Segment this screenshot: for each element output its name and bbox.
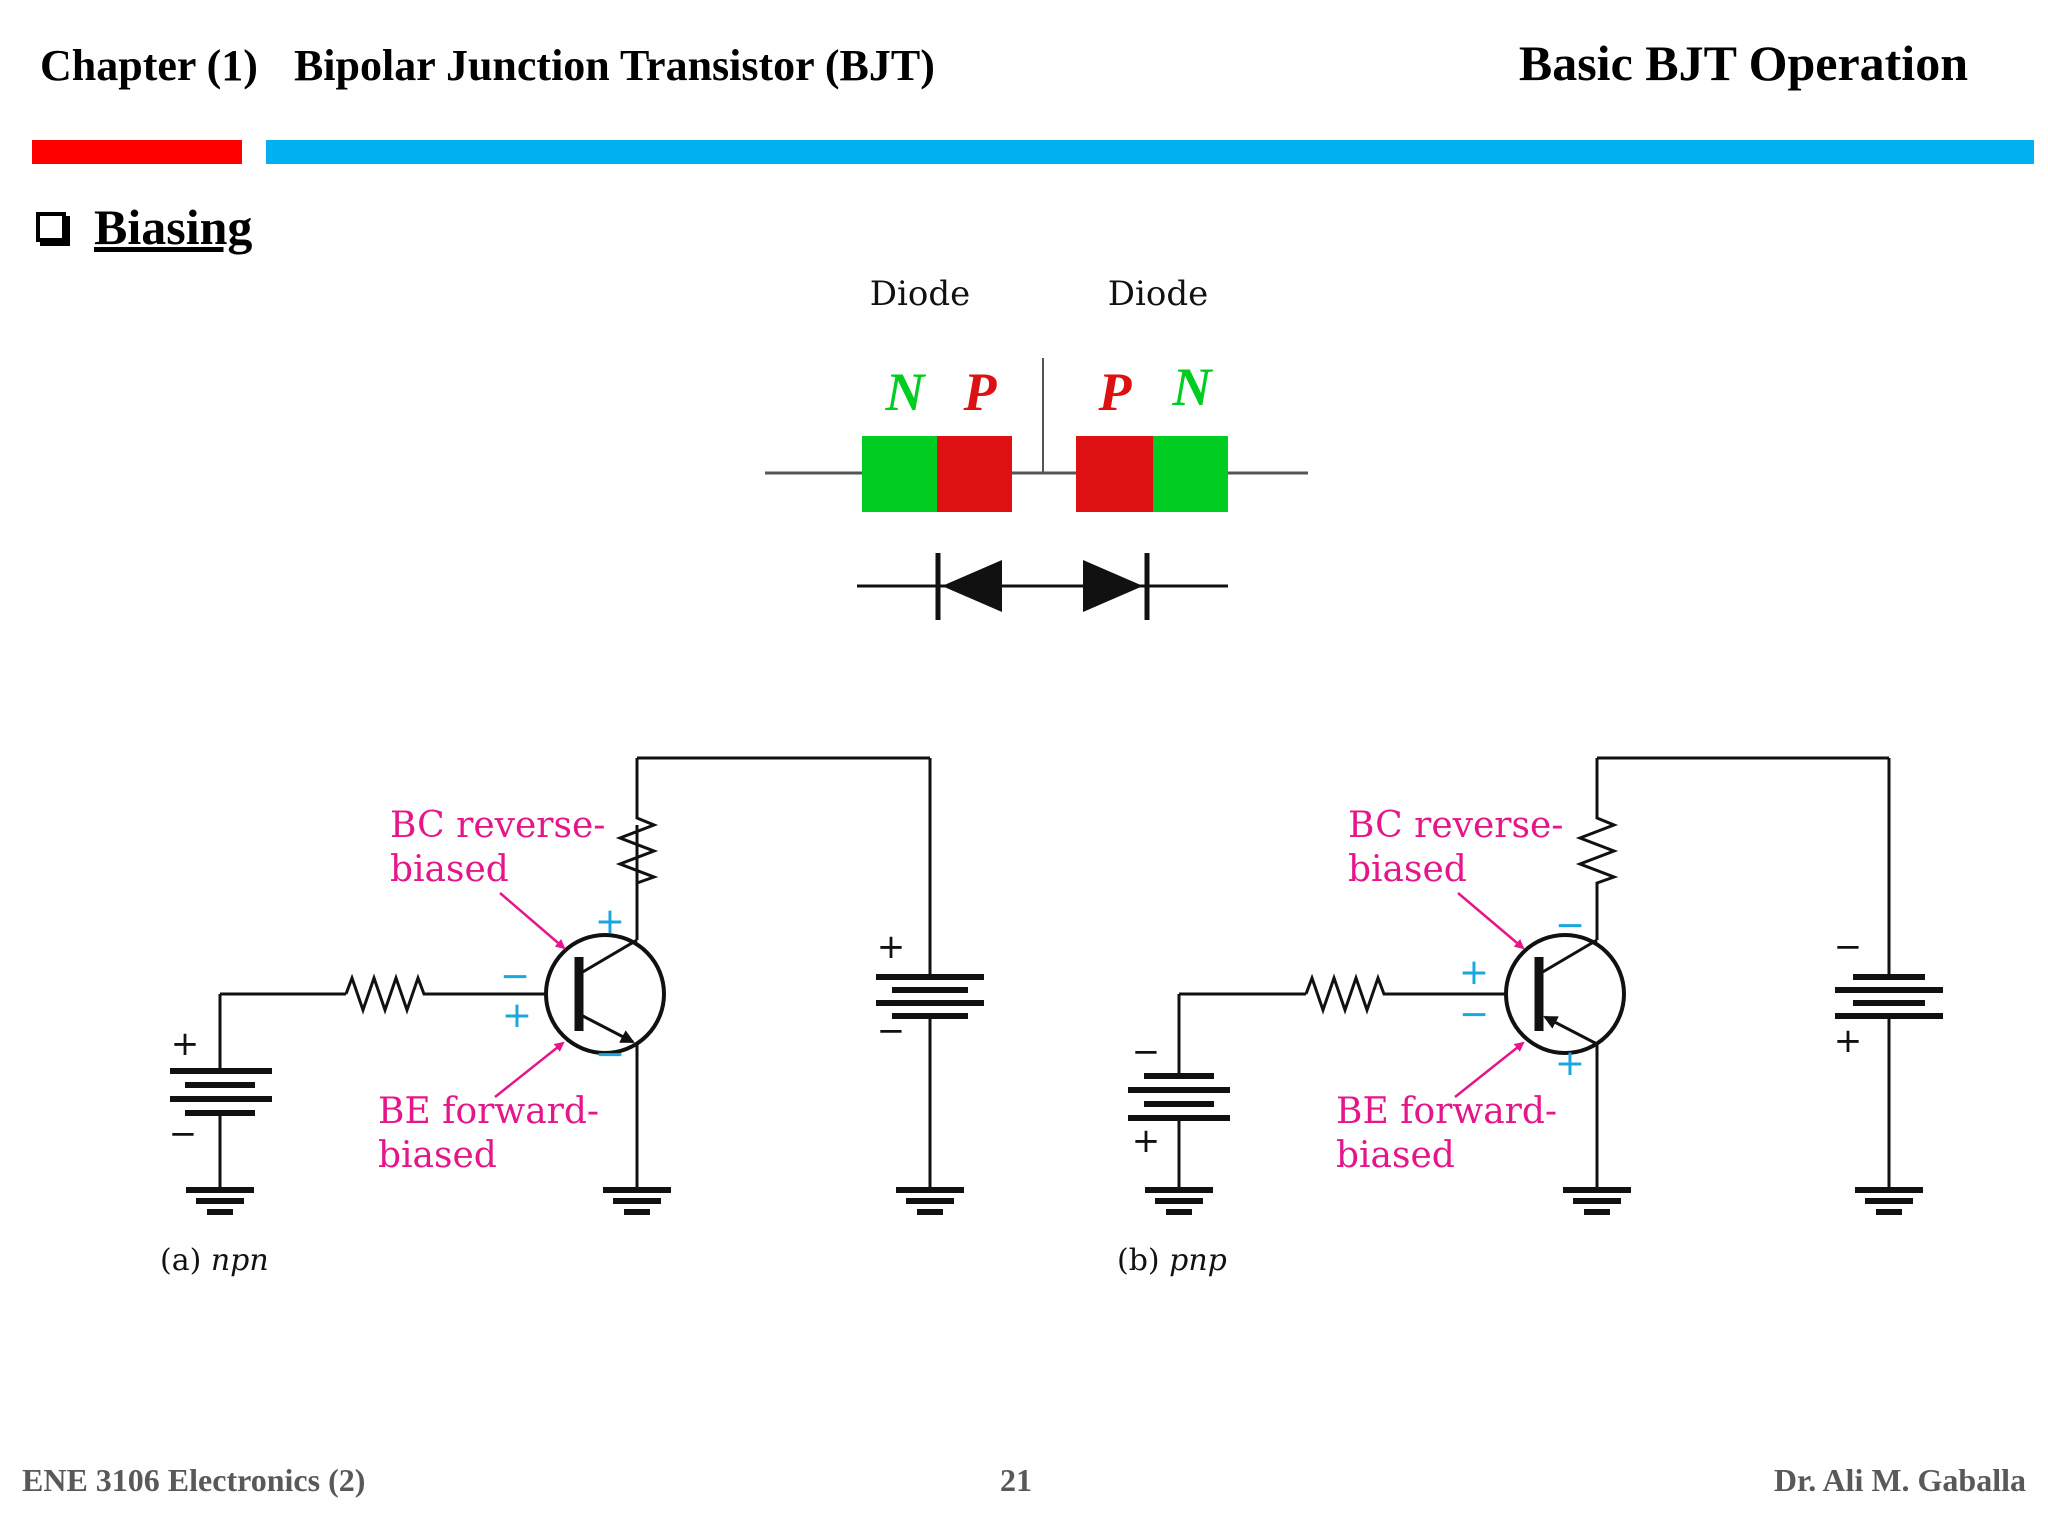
section-title: Biasing [94,199,253,255]
chapter-number: Chapter (1) [40,41,258,90]
npn-be-sign-base: + [502,995,532,1036]
npn-be-label-line1: BE forward- [378,1091,599,1132]
pnp-be-label-line2: biased [1336,1135,1455,1176]
accent-bar-red [32,140,242,164]
pnp-be-sign-emitter: + [1555,1043,1585,1084]
pnp-bc-arrow [1457,892,1525,950]
npn-caption-type: npn [211,1243,269,1278]
pnp-caption-prefix: (b) [1117,1243,1169,1278]
pnp-be-sign-base: − [1459,994,1489,1035]
layer-label-p-left: P [963,362,998,422]
diode-label-right: Diode [1108,274,1209,314]
npn-transistor-circle [544,933,666,1055]
pnp-be-label-line1: BE forward- [1336,1091,1557,1132]
npn-be-sign-emitter: − [595,1034,625,1075]
pnp-emitter-arrow [1543,1015,1598,1046]
footer-course: ENE 3106 Electronics (2) [22,1462,366,1498]
npn-vcc-sign-bottom: − [877,1011,906,1051]
npn-bc-arrow [499,892,566,950]
pnp-caption: (b) pnp [1117,1243,1227,1278]
npn-collector-resistor [615,758,659,940]
layer-label-p-right: P [1098,362,1133,422]
accent-bar-blue [266,140,2034,164]
layer-label-n-right: N [1172,357,1214,417]
npn-bc-sign-base: − [500,956,530,997]
slide-topic: Basic BJT Operation [1518,35,1968,91]
pnp-collector-lead [1540,938,1598,975]
npn-bc-label-line2: biased [390,849,509,890]
pnp-bc-sign-base: + [1459,952,1489,993]
npn-caption: (a) npn [160,1243,269,1278]
checkbox-square-icon [36,212,66,242]
footer-author: Dr. Ali M. Gaballa [1773,1462,2026,1498]
pnp-caption-type: pnp [1169,1243,1227,1278]
npn-vcc-sign-top: + [877,927,906,967]
chapter-subject: Bipolar Junction Transistor (BJT) [293,41,935,90]
npn-circuit: + − + − + − + [160,756,984,1278]
npn-collector-lead [580,938,638,975]
npn-emitter-arrow [580,1013,635,1044]
pnp-transistor-circle [1504,933,1626,1055]
npn-base-resistor [344,973,548,1015]
layer-label-n-left: N [885,362,927,422]
pnp-vcc-sign-top: − [1834,927,1863,967]
pnp-base-battery-sign-bottom: + [1132,1121,1161,1161]
npn-bc-sign-collector: + [595,901,625,942]
npn-be-label-line2: biased [378,1135,497,1176]
pnp-be-arrow [1454,1041,1525,1098]
diode-label-left: Diode [870,274,971,314]
n-block-right [1153,436,1228,512]
npn-base-battery-sign-top: + [171,1024,200,1064]
chapter-header: Chapter (1) Bipolar Junction Transistor (… [40,40,935,91]
pnp-base-resistor [1304,973,1508,1015]
npn-bc-label-line1: BC reverse- [390,805,605,846]
n-block-left [862,436,937,512]
npn-be-arrow [494,1041,565,1098]
two-diode-model: Diode Diode N P P N [765,274,1308,620]
pnp-collector-resistor [1575,758,1619,940]
footer-page-number: 21 [1000,1462,1032,1498]
npn-base-battery-sign-bottom: − [169,1114,198,1154]
p-block-left [937,436,1012,512]
pnp-bc-sign-collector: − [1555,905,1585,946]
pnp-circuit: − + − + − + − + [1117,756,1943,1278]
pnp-base-battery-sign-top: − [1132,1032,1161,1072]
npn-caption-prefix: (a) [160,1243,211,1278]
diode-triangle-right [1083,560,1143,612]
p-block-right [1076,436,1153,512]
pnp-bc-label-line2: biased [1348,849,1467,890]
section-heading: Biasing [36,198,252,256]
diode-triangle-left [942,560,1002,612]
pnp-bc-label-line1: BC reverse- [1348,805,1563,846]
pnp-vcc-sign-bottom: + [1834,1021,1863,1061]
